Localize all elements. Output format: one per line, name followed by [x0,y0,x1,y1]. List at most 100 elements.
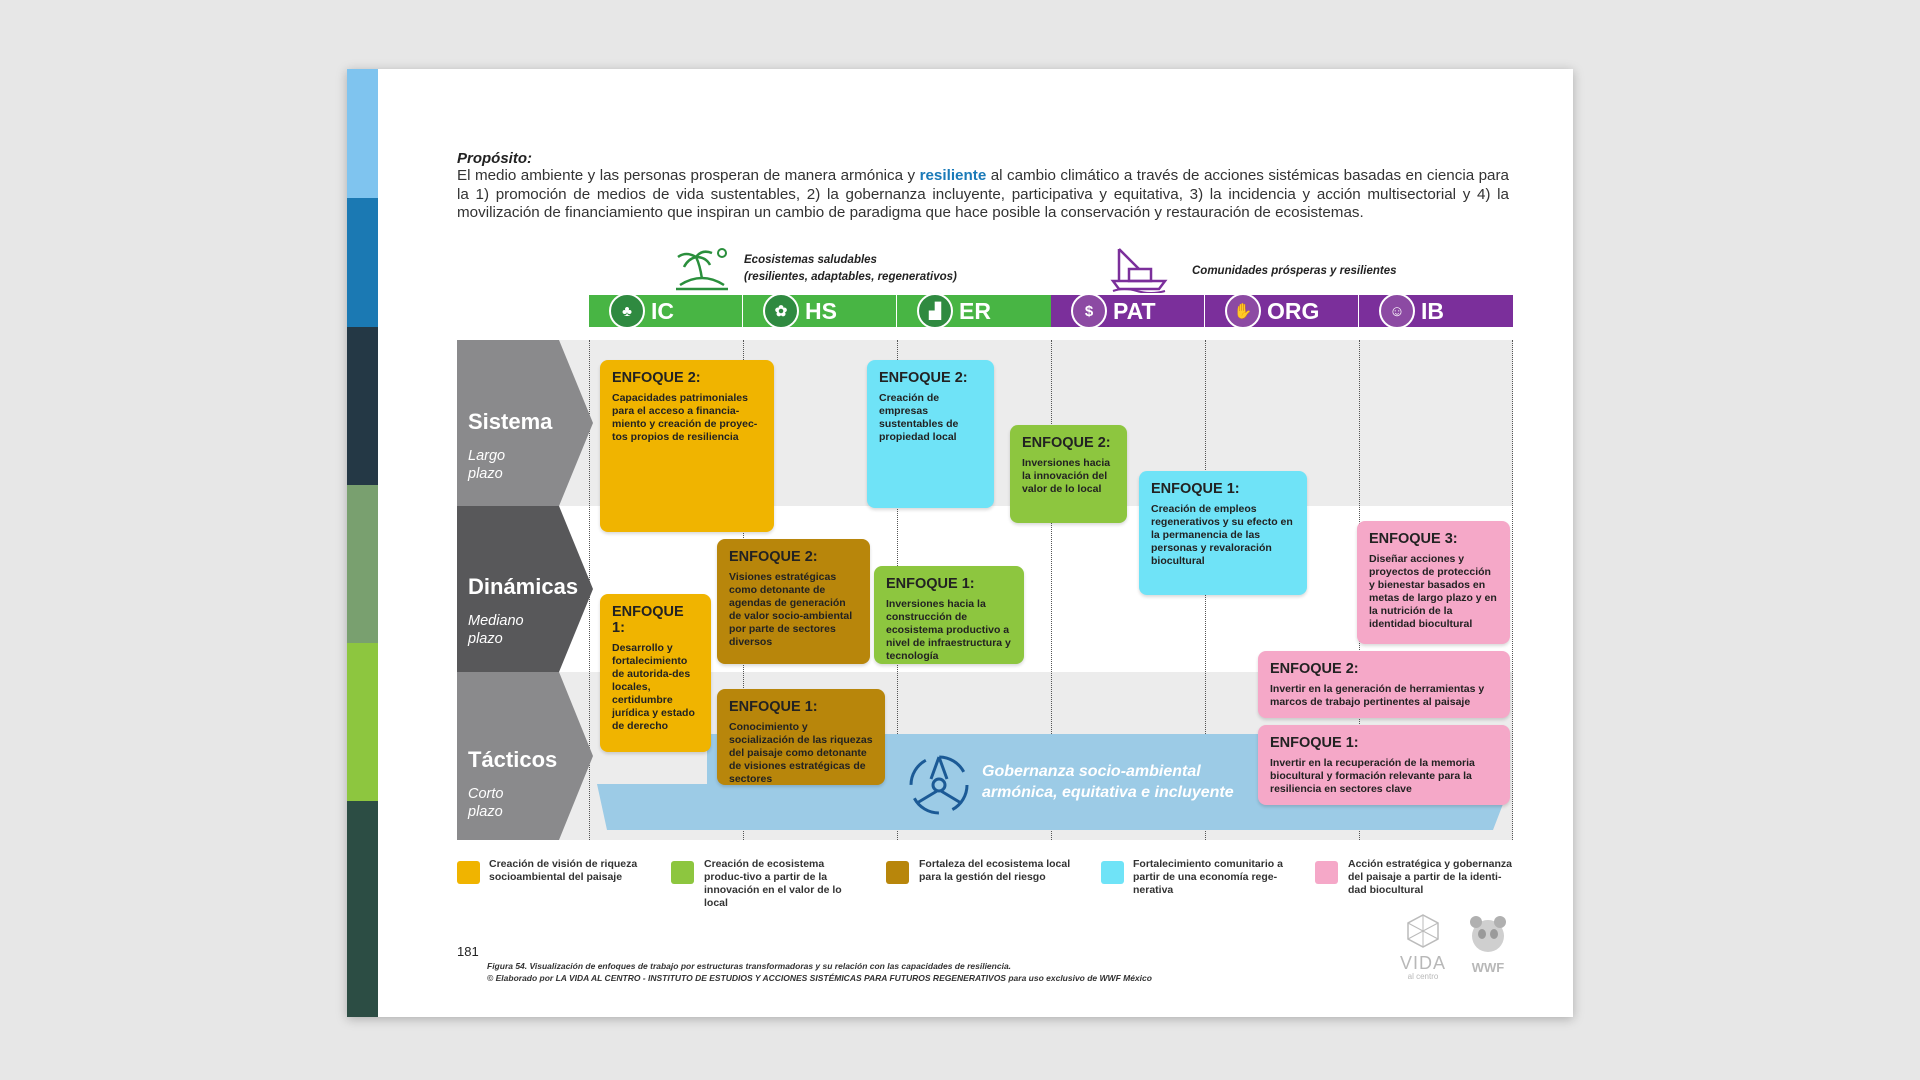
vida-logo-text: VIDA [1399,953,1446,973]
enfoque-card: ENFOQUE 2: Creación de empresas sustenta… [867,360,994,508]
group-label-eco-line1: Ecosistemas saludables [744,254,877,266]
header-divider [1358,295,1359,327]
purpose-text: El medio ambiente y las personas prosper… [457,167,1509,223]
fishing-boat-icon [1110,248,1168,293]
wwf-logo-text: WWF [1471,960,1505,975]
purpose-title: Propósito: [457,150,532,167]
legend-text: Creación de ecosistema produc-tivo a par… [704,858,842,909]
money-hand-icon: $ [1071,293,1107,329]
header-divider [742,295,743,327]
column-header-pat: $PAT [1051,293,1203,329]
enfoque-text: Inversiones hacia la construcción de eco… [886,598,1011,662]
legend-text: Creación de visión de riqueza socioambie… [489,858,638,883]
level-sub1-sistema: Largo [468,448,506,464]
column-label-pat: PAT [1113,297,1156,324]
factory-icon: ▟ [917,293,953,329]
column-header-ic: ♣IC [589,293,741,329]
column-header-ib: ☺IB [1359,293,1511,329]
legend-swatch-yellow [457,861,480,884]
legend-text: Fortaleza del ecosistema local para la g… [919,858,1071,883]
color-strip-6 [347,801,378,1017]
level-sistema: Sistema Largo plazo [468,409,552,483]
color-strip-2 [347,198,378,327]
enfoque-text: Inversiones hacia la innovación del valo… [1022,457,1111,495]
vida-logo-sub: al centro [1407,972,1439,981]
vida-logo-mark [1407,914,1439,948]
column-header-er: ▟ER [897,293,1049,329]
enfoque-card: ENFOQUE 2: Invertir en la generación de … [1258,651,1510,718]
people-icon: ☺ [1379,293,1415,329]
figure-caption: Figura 54. Visualización de enfoques de … [487,960,1152,984]
enfoque-card: ENFOQUE 1: Inversiones hacia la construc… [874,566,1024,664]
enfoque-text: Invertir en la generación de herramienta… [1270,683,1485,708]
enfoque-title: ENFOQUE 2: [879,370,968,386]
enfoque-card: ENFOQUE 1: Desarrollo y fortalecimiento … [600,594,711,752]
level-dinamicas: Dinámicas Mediano plazo [468,574,578,648]
legend-text: Fortalecimiento comunitario a partir de … [1133,858,1283,896]
governance-line2: armónica, equitativa e incluyente [982,784,1234,801]
level-title-tacticos: Tácticos [468,747,558,772]
enfoque-title: ENFOQUE 2: [612,370,701,386]
figure-caption-line2: © Elaborado por LA VIDA AL CENTRO - INST… [487,973,1152,983]
purpose-highlight: resiliente [919,167,987,184]
header-divider [896,295,897,327]
level-title-dinamicas: Dinámicas [468,574,579,599]
enfoque-text: Conocimiento y socialización de las riqu… [729,721,873,785]
level-title-sistema: Sistema [468,409,553,434]
enfoque-text: Creación de empresas sustentables de pro… [879,392,959,443]
header-divider [1204,295,1205,327]
column-label-er: ER [959,297,991,324]
enfoque-card: ENFOQUE 2: Visiones estratégicas como de… [717,539,870,664]
palm-icon: ✿ [763,293,799,329]
level-sub2-sistema: plazo [468,466,503,482]
governance-label: Gobernanza socio-ambiental armónica, equ… [982,761,1234,803]
purpose-text-b: al cambio climático a través de acciones… [457,167,1509,221]
figure-caption-line1: Figura 54. Visualización de enfoques de … [487,961,1012,971]
color-strip-1 [347,69,378,198]
column-label-org: ORG [1267,297,1320,324]
legend-swatch-ochre [886,861,909,884]
page-number: 181 [457,944,479,959]
handshake-icon: ✋ [1225,293,1261,329]
header-bar-green [589,295,1051,327]
panda-icon [1470,916,1506,952]
enfoque-card: ENFOQUE 1: Invertir en la recuperación d… [1258,725,1510,805]
enfoque-title: ENFOQUE 1: [1151,481,1240,497]
enfoque-card: ENFOQUE 2: Inversiones hacia la innovaci… [1010,425,1127,523]
enfoque-card: ENFOQUE 3: Diseñar acciones y proyectos … [1357,521,1510,644]
level-sub1-dinamicas: Mediano [468,613,524,629]
hands-circle-icon [909,755,969,815]
level-sub2-tacticos: plazo [468,804,503,820]
document-page: Propósito: El medio ambiente y las perso… [347,69,1573,1017]
enfoque-card: ENFOQUE 1: Conocimiento y socialización … [717,689,885,785]
group-label-ecosistemas: Ecosistemas saludables (resilientes, ada… [744,252,957,286]
legend-text: Acción estratégica y gobernanza del pais… [1348,858,1512,896]
color-strip-3 [347,327,378,485]
group-label-comunidades: Comunidades prósperas y resilientes [1192,265,1397,277]
legend-swatch-pink [1315,861,1338,884]
level-sub1-tacticos: Corto [468,786,504,802]
wwf-logo: WWF [1464,916,1512,975]
column-label-ic: IC [651,297,674,324]
palm-island-icon [676,248,728,291]
purpose-text-a: El medio ambiente y las personas prosper… [457,167,920,184]
enfoque-text: Creación de empleos regenerativos y su e… [1151,503,1293,567]
enfoque-title: ENFOQUE 1: [1270,735,1359,751]
group-label-eco-line2: (resilientes, adaptables, regenerativos) [744,271,957,283]
enfoque-title: ENFOQUE 2: [1022,435,1111,451]
enfoque-title: ENFOQUE 3: [1369,531,1458,547]
enfoque-card: ENFOQUE 1: Creación de empleos regenerat… [1139,471,1307,595]
enfoque-title: ENFOQUE 1: [612,604,684,636]
enfoque-text: Capacidades patrimoniales para el acceso… [612,392,758,443]
column-guide [1512,340,1513,840]
color-strip-4 [347,485,378,643]
legend-swatch-cyan [1101,861,1124,884]
column-label-ib: IB [1421,297,1444,324]
enfoque-title: ENFOQUE 1: [886,576,975,592]
mangrove-icon: ♣ [609,293,645,329]
enfoque-text: Invertir en la recuperación de la memori… [1270,757,1475,795]
column-header-org: ✋ORG [1205,293,1357,329]
level-sub2-dinamicas: plazo [468,631,503,647]
level-tacticos: Tácticos Corto plazo [468,747,557,821]
enfoque-text: Diseñar acciones y proyectos de protecci… [1369,553,1497,630]
